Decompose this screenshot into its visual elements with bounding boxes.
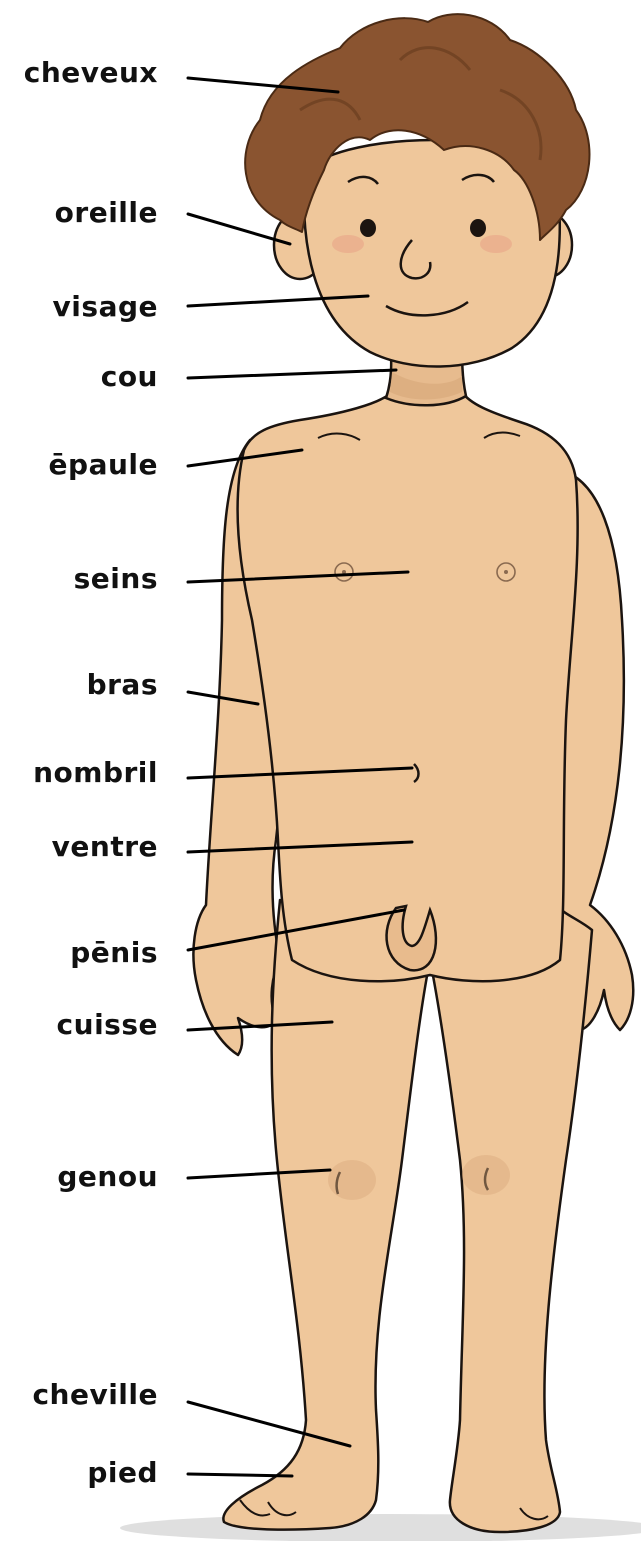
label-cou: cou xyxy=(101,360,158,394)
torso xyxy=(238,392,578,981)
label-cuisse: cuisse xyxy=(57,1008,158,1042)
leader-line-pied xyxy=(188,1474,292,1476)
knee-left-shade xyxy=(328,1160,376,1200)
eye-left xyxy=(360,219,376,237)
label-cheville: cheville xyxy=(32,1378,158,1412)
label-seins: seins xyxy=(74,562,158,596)
leader-line-oreille xyxy=(188,214,290,244)
label-pied: pied xyxy=(87,1456,158,1490)
eye-right xyxy=(470,219,486,237)
nipple-right-center xyxy=(504,570,508,574)
label-bras: bras xyxy=(87,668,158,702)
cheek-right xyxy=(480,235,512,253)
label-nombril: nombril xyxy=(33,756,158,790)
label-oreille: oreille xyxy=(55,196,158,230)
leg-right xyxy=(430,905,592,1532)
cheek-left xyxy=(332,235,364,253)
leader-line-cou xyxy=(188,370,396,378)
label-penis: pēnis xyxy=(70,936,158,970)
label-cheveux: cheveux xyxy=(24,56,158,90)
ground-shadow xyxy=(120,1514,641,1541)
label-genou: genou xyxy=(57,1160,158,1194)
label-visage: visage xyxy=(53,290,158,324)
knee-right-shade xyxy=(462,1155,510,1195)
label-epaule: ēpaule xyxy=(49,448,158,482)
label-ventre: ventre xyxy=(52,830,158,864)
